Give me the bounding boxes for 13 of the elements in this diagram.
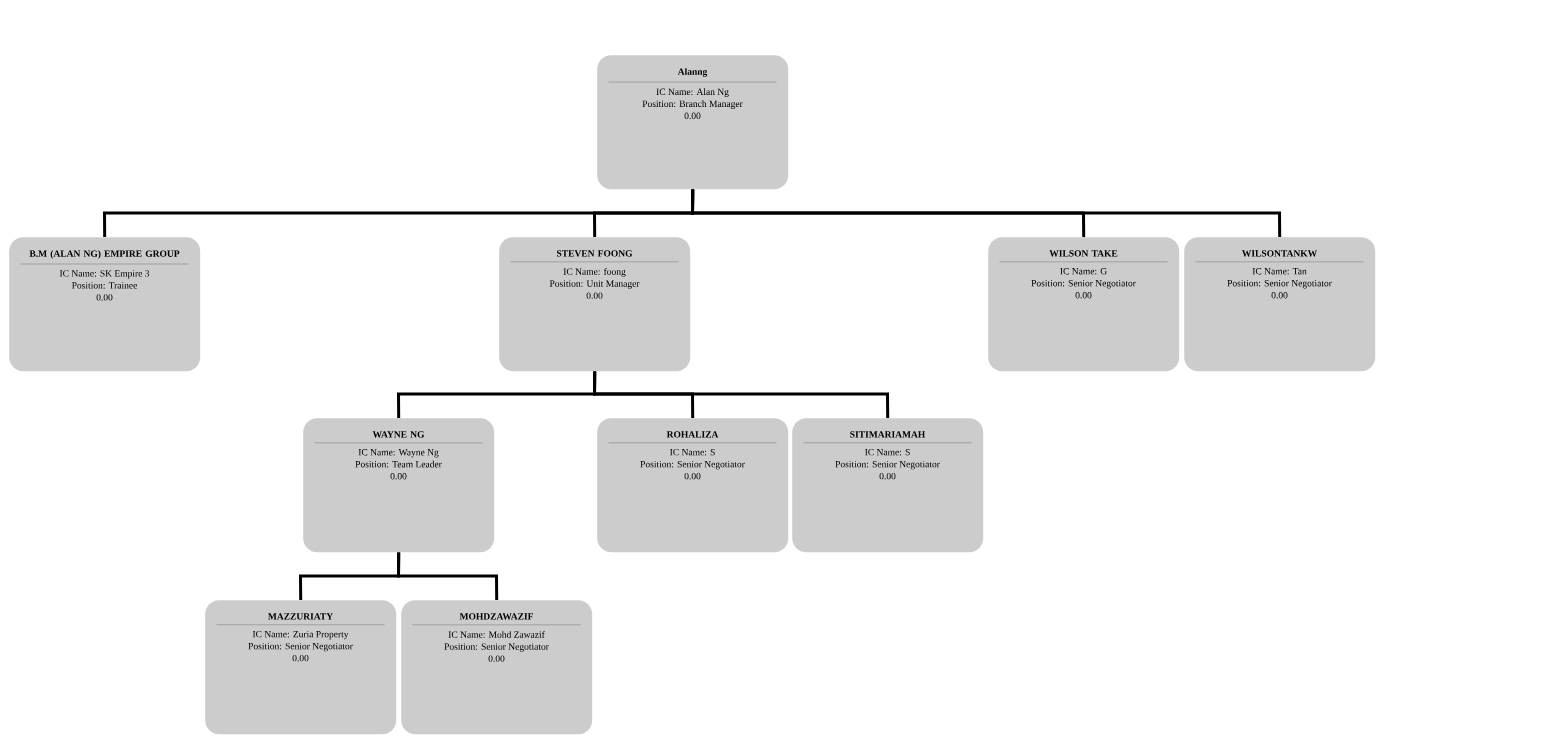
org-card: MAZZURIATY IC Name: Zuria Property Position: Senior Negotiator 0.00 <box>205 600 397 735</box>
connector-line <box>691 189 1282 238</box>
org-card: SITIMARIAMAH IC Name: S Position: Senior Negotiator 0.00 <box>792 418 984 553</box>
org-card: Alanng IC Name: Alan Ng Position: Branch Manager 0.00 <box>597 55 789 190</box>
connector-line <box>397 552 499 601</box>
org-card: WILSONTANKW IC Name: Tan Position: Senior Negotiator 0.00 <box>1184 237 1376 372</box>
org-card: WILSON TAKE IC Name: G Position: Senior Negotiator 0.00 <box>988 237 1180 372</box>
org-card: STEVEN FOONG IC Name: foong Position: Unit Manager 0.00 <box>499 237 691 372</box>
org-card: WAYNE NG IC Name: Wayne Ng Position: Team Leader 0.00 <box>303 418 495 553</box>
connector-line <box>593 371 890 419</box>
org-card: B.M (ALAN NG) EMPIRE GROUP IC Name: SK Empire 3 Position: Trainee 0.00 <box>9 237 201 372</box>
org-card: ROHALIZA IC Name: S Position: Senior Negotiator 0.00 <box>597 418 789 553</box>
org-card: MOHDZAWAZIF IC Name: Mohd Zawazif Position: Senior Negotiator 0.00 <box>401 600 593 735</box>
